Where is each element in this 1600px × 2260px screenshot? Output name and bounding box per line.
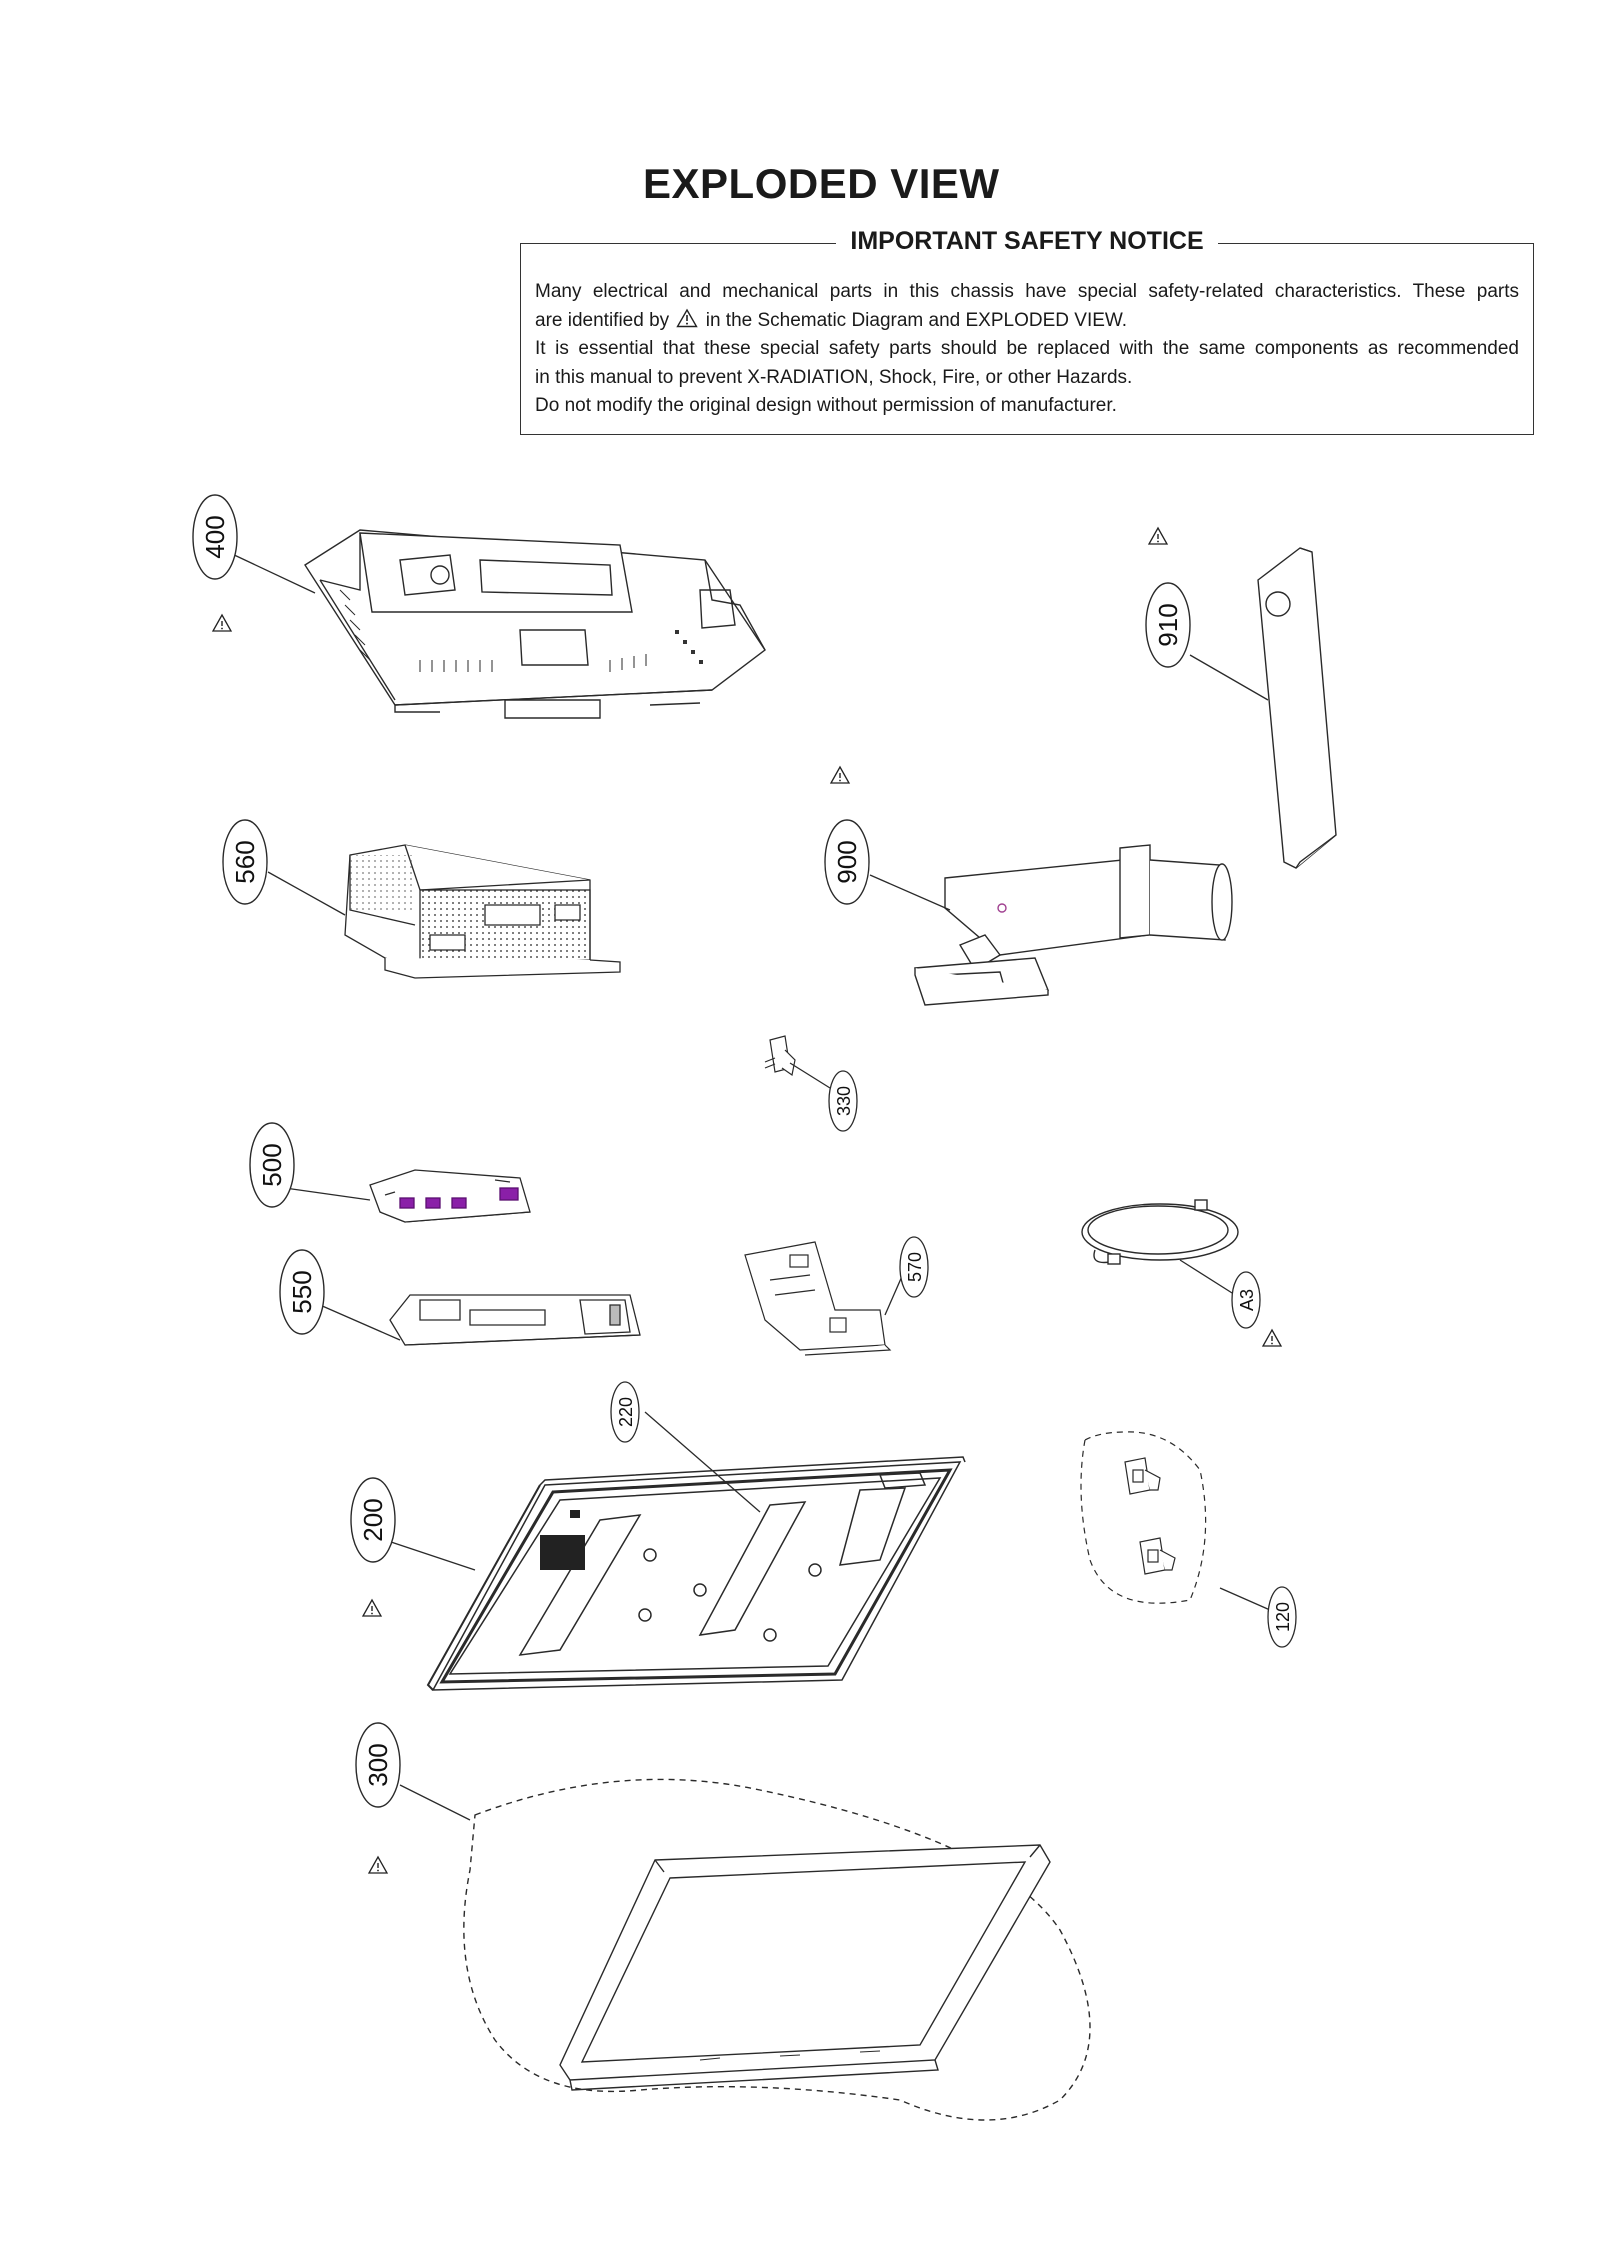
callout-220: 220 [610, 1381, 640, 1443]
callout-550-label: 550 [287, 1270, 317, 1313]
warning-triangle-icon [1262, 1329, 1282, 1347]
notice-line-1: Many electrical and mechanical parts in … [535, 281, 1519, 302]
callout-900-label: 900 [832, 840, 862, 883]
callout-560: 560 [222, 819, 268, 905]
warning-triangle-icon [212, 614, 232, 632]
safety-notice-title: IMPORTANT SAFETY NOTICE [836, 227, 1218, 255]
callout-560-label: 560 [230, 840, 260, 883]
page-title: EXPLODED VIEW [643, 160, 1000, 207]
part-330-bracket [764, 1035, 796, 1077]
part-900-stand-body [914, 844, 1233, 1006]
notice-line-2: are identified by in the Schematic Diagr… [535, 307, 1519, 336]
callout-a3: A3 [1231, 1271, 1261, 1329]
warning-triangle-icon [1148, 527, 1168, 545]
part-200-lcd-module [426, 1456, 966, 1691]
callout-400-label: 400 [200, 515, 230, 558]
callout-550: 550 [279, 1249, 325, 1335]
part-550-power-board [389, 1294, 641, 1346]
safety-notice-box: IMPORTANT SAFETY NOTICE Many electrical … [520, 227, 1534, 435]
warning-triangle-icon [830, 766, 850, 784]
part-570-bracket-plate [744, 1241, 892, 1356]
callout-910-label: 910 [1153, 603, 1183, 646]
part-560-shield-assembly [344, 844, 621, 979]
safety-notice-title-wrap: IMPORTANT SAFETY NOTICE [521, 227, 1533, 256]
callout-400: 400 [192, 494, 238, 580]
callout-220-label: 220 [616, 1397, 636, 1427]
part-910-stand-base [1257, 547, 1337, 869]
callout-200-label: 200 [358, 1498, 388, 1541]
callout-500-label: 500 [257, 1143, 287, 1186]
callout-900: 900 [824, 819, 870, 905]
notice-line-2-after: in the Schematic Diagram and EXPLODED VI… [705, 309, 1128, 331]
warning-triangle-icon [676, 308, 699, 327]
notice-line-3: It is essential that these special safet… [535, 338, 1519, 359]
callout-120: 120 [1267, 1586, 1297, 1648]
callout-200: 200 [350, 1477, 396, 1563]
notice-line-4: in this manual to prevent X-RADIATION, S… [535, 366, 1133, 388]
callout-570: 570 [899, 1236, 929, 1298]
warning-triangle-icon [368, 1856, 388, 1874]
part-120-connectors [1080, 1431, 1207, 1604]
callout-120-label: 120 [1273, 1602, 1293, 1632]
callout-300-label: 300 [363, 1743, 393, 1786]
part-500-main-board [369, 1169, 531, 1223]
callout-500: 500 [249, 1122, 295, 1208]
callout-330-label: 330 [834, 1086, 854, 1116]
callout-300: 300 [355, 1722, 401, 1808]
part-300-front-cabinet [463, 1778, 1091, 2121]
safety-notice-body: Many electrical and mechanical parts in … [535, 278, 1519, 421]
notice-line-2-before: are identified by [535, 309, 670, 331]
notice-line-5: Do not modify the original design withou… [535, 395, 1117, 416]
part-a3-power-cord [1081, 1199, 1239, 1265]
callout-910: 910 [1145, 582, 1191, 668]
callout-a3-label: A3 [1237, 1289, 1257, 1311]
leader-lines [229, 552, 1271, 1821]
part-400-rear-cover [304, 529, 766, 719]
callout-570-label: 570 [905, 1252, 925, 1282]
callout-330: 330 [828, 1070, 858, 1132]
warning-triangle-icon [362, 1599, 382, 1617]
